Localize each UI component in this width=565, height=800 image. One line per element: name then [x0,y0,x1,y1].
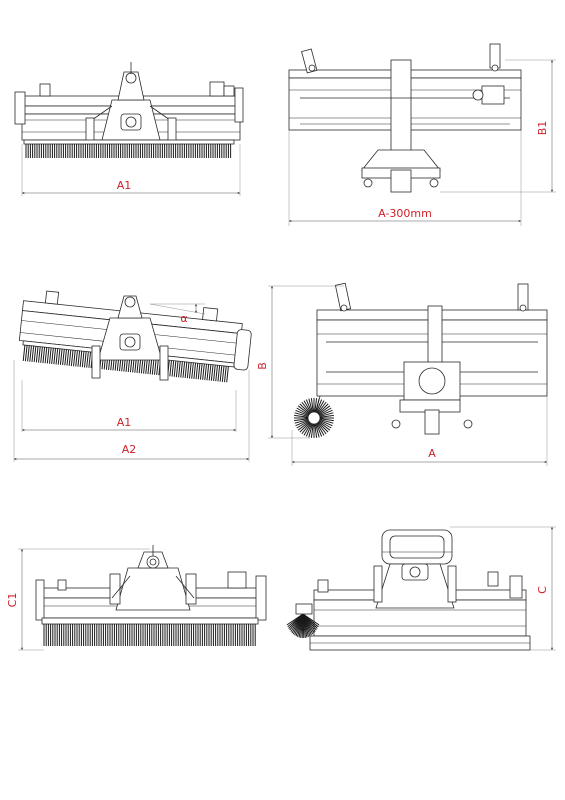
angled-front-view: α A1 A2 [13,290,252,462]
angle-alpha-label: α [180,312,187,325]
dimension-a1-label: A1 [117,179,132,192]
brush-bristles [22,344,229,383]
front-view-collector: C1 [6,545,267,651]
front-view: A1 [14,62,244,196]
dimension-a1-label: A1 [117,416,132,429]
rear-view-water-tank: C [286,526,556,651]
side-brush [286,603,320,638]
dimension-b1-label: B1 [536,121,549,136]
brush-bristles [43,624,256,646]
dimension-a-label: A [428,447,436,460]
dimension-c1-label: C1 [6,593,19,608]
dimension-b-label: B [256,362,269,370]
dimension-a2-label: A2 [122,443,137,456]
dimension-c-label: C [536,586,549,594]
top-view-side-brush: A B [256,282,548,466]
brush-bristles [25,144,232,158]
dimension-a-minus-300mm-label: A-300mm [378,207,432,220]
top-view: A-300mm B1 [288,43,556,226]
side-brush [294,398,334,438]
